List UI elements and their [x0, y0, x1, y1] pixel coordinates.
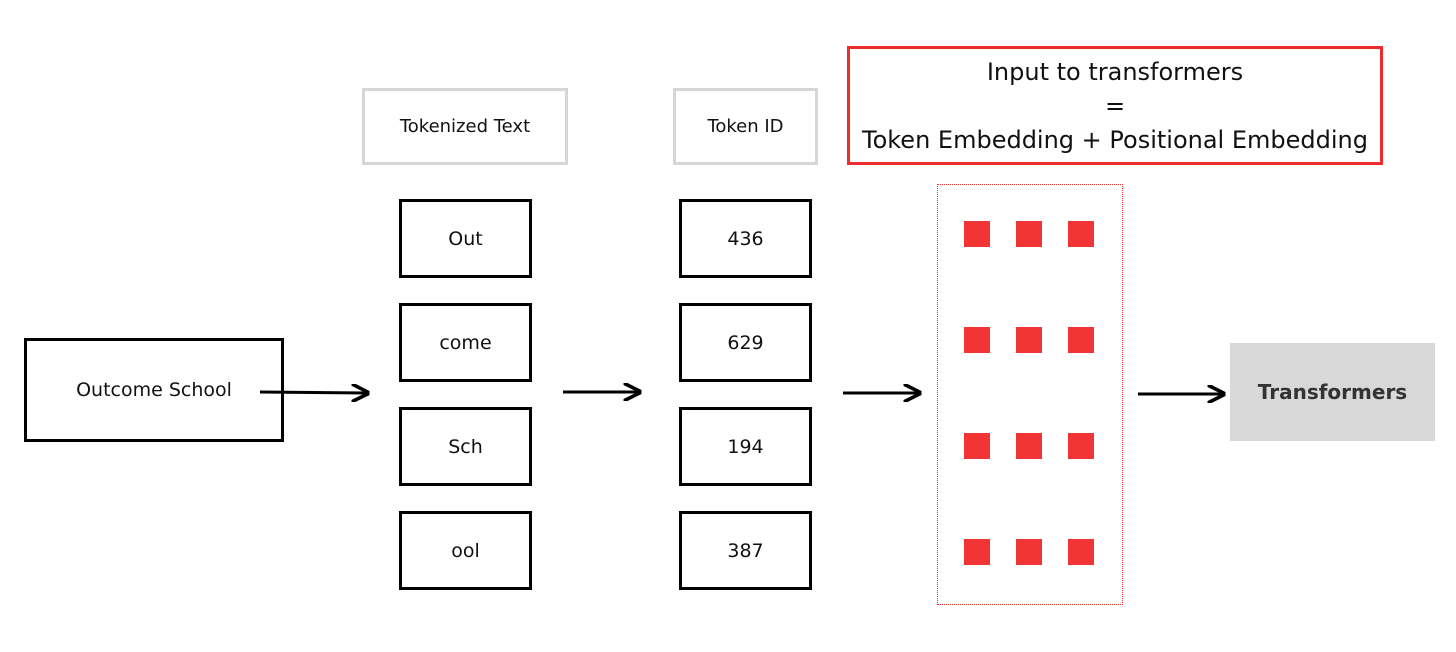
token-text: Out [448, 227, 483, 250]
transformers-label: Transformers [1257, 380, 1408, 404]
embedding-cell [964, 539, 990, 565]
token-id-value: 436 [727, 227, 764, 250]
input-text-label: Outcome School [76, 379, 232, 401]
embedding-cell [1068, 539, 1094, 565]
token-box-3: Sch [399, 407, 532, 486]
embedding-cell [1016, 327, 1042, 353]
embedding-cell [964, 221, 990, 247]
token-box-1: Out [399, 199, 532, 278]
embedding-cell [1068, 327, 1094, 353]
token-id-box-4: 387 [679, 511, 812, 590]
token-text: Sch [448, 435, 483, 458]
token-text: come [439, 331, 492, 354]
token-id-value: 629 [727, 331, 764, 354]
token-id-box-3: 194 [679, 407, 812, 486]
tokenized-text-header-label: Tokenized Text [399, 116, 531, 137]
token-id-header: Token ID [673, 88, 818, 165]
embedding-cell [1068, 221, 1094, 247]
embedding-title-box: Input to transformers = Token Embedding … [847, 46, 1383, 165]
tokenized-text-header: Tokenized Text [362, 88, 568, 165]
embedding-title-line-2: = [1104, 91, 1126, 120]
token-id-box-1: 436 [679, 199, 812, 278]
embedding-matrix-frame [937, 184, 1123, 605]
token-id-header-label: Token ID [707, 116, 784, 137]
token-id-box-2: 629 [679, 303, 812, 382]
embedding-title-line-3: Token Embedding + Positional Embedding [862, 125, 1368, 154]
token-box-4: ool [399, 511, 532, 590]
token-id-value: 194 [727, 435, 764, 458]
transformers-box: Transformers [1230, 343, 1435, 441]
embedding-cell [1068, 433, 1094, 459]
embedding-cell [1016, 433, 1042, 459]
token-box-2: come [399, 303, 532, 382]
embedding-cell [964, 327, 990, 353]
embedding-cell [1016, 539, 1042, 565]
embedding-title-line-1: Input to transformers [986, 57, 1244, 86]
token-text: ool [451, 539, 480, 562]
input-text-box: Outcome School [24, 338, 284, 442]
embedding-cell [964, 433, 990, 459]
token-id-value: 387 [727, 539, 764, 562]
embedding-cell [1016, 221, 1042, 247]
